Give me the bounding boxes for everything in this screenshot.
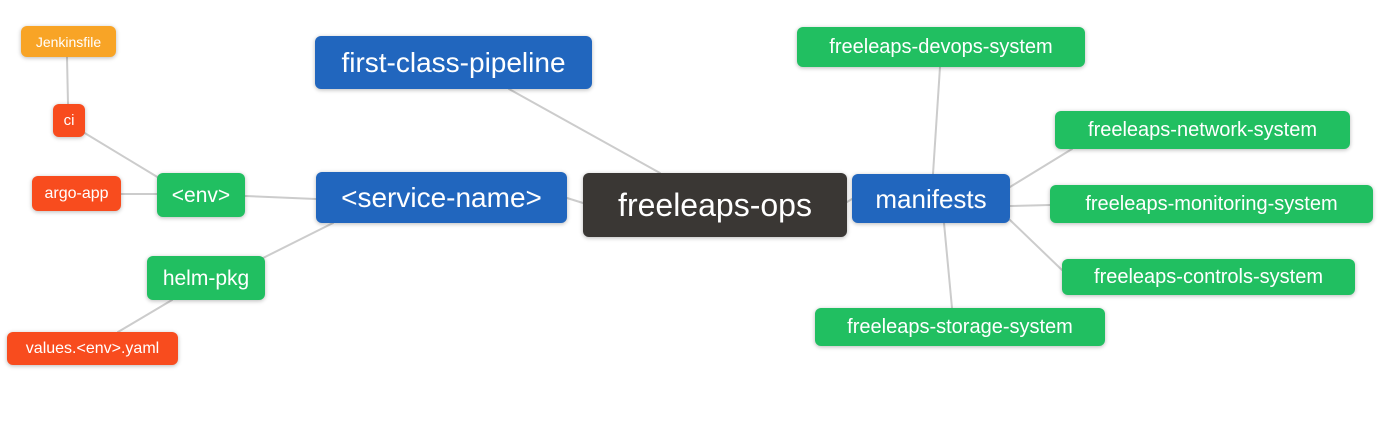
edge-helm-pkg-service-name xyxy=(262,222,334,259)
node-first-class-pipeline[interactable]: first-class-pipeline xyxy=(315,36,592,89)
edge-service-name-ops xyxy=(566,197,584,204)
node-freeleaps-network-system[interactable]: freeleaps-network-system xyxy=(1055,111,1350,149)
edge-ci-env xyxy=(82,131,160,179)
edge-manifests-devops xyxy=(932,66,941,175)
node-freeleaps-monitoring-system[interactable]: freeleaps-monitoring-system xyxy=(1050,185,1373,223)
node-manifests[interactable]: manifests xyxy=(852,174,1010,223)
node-service-name[interactable]: <service-name> xyxy=(316,172,567,223)
node-jenkinsfile[interactable]: Jenkinsfile xyxy=(21,26,116,57)
node-freeleaps-storage-system[interactable]: freeleaps-storage-system xyxy=(815,308,1105,346)
node-ci[interactable]: ci xyxy=(53,104,85,137)
node-freeleaps-ops[interactable]: freeleaps-ops xyxy=(583,173,847,237)
edge-jenkinsfile-ci xyxy=(66,56,69,105)
node-freeleaps-devops-system[interactable]: freeleaps-devops-system xyxy=(797,27,1085,67)
edge-manifests-controls xyxy=(1009,219,1063,271)
node-argo-app[interactable]: argo-app xyxy=(32,176,121,211)
edge-env-service-name xyxy=(244,195,317,200)
node-values-env-yaml[interactable]: values.<env>.yaml xyxy=(7,332,178,365)
edge-pipeline-ops xyxy=(508,88,661,174)
edge-manifests-storage xyxy=(943,222,953,309)
edge-manifests-monitoring xyxy=(1009,204,1051,207)
edge-manifests-network xyxy=(1009,148,1073,188)
node-env[interactable]: <env> xyxy=(157,173,245,217)
node-freeleaps-controls-system[interactable]: freeleaps-controls-system xyxy=(1062,259,1355,295)
node-helm-pkg[interactable]: helm-pkg xyxy=(147,256,265,300)
edge-values-helm-pkg xyxy=(117,299,173,333)
